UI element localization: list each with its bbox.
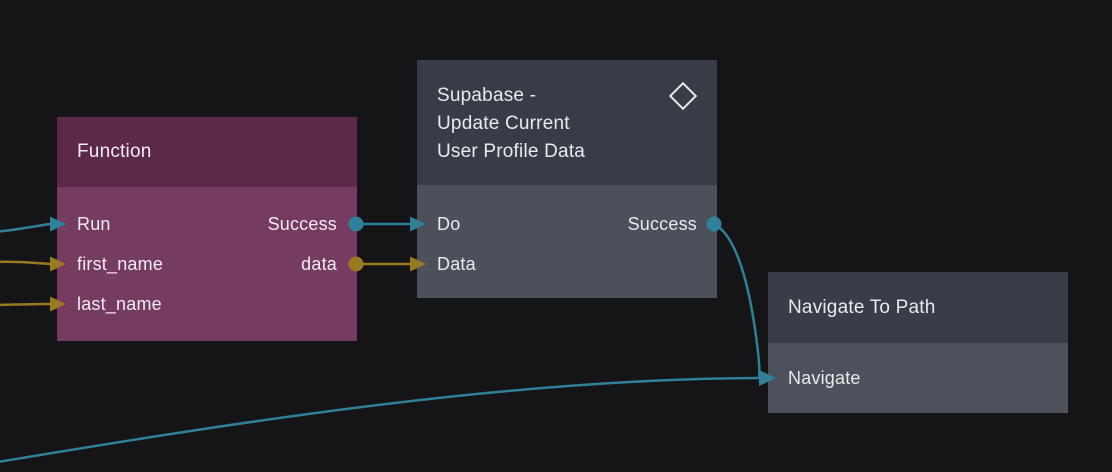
input-port-run[interactable]: Run [77,213,111,234]
wire-into-run[interactable] [0,222,52,233]
output-port-success[interactable]: Success [267,213,337,234]
port-row: Run Success [57,204,357,244]
port-row: last_name [57,284,357,324]
output-port-success[interactable]: Success [627,213,697,234]
port-row: Navigate [768,358,1068,398]
node-function[interactable]: Function Run Success first_name data las… [57,117,357,341]
node-function-body: Run Success first_name data last_name [57,187,357,341]
node-navigate-title: Navigate To Path [788,296,936,318]
output-port-data[interactable]: data [301,253,337,274]
node-supabase-body: Do Success Data [417,185,717,298]
diamond-icon[interactable] [668,81,698,111]
input-port-navigate[interactable]: Navigate [788,367,861,388]
input-port-data[interactable]: Data [437,253,476,274]
input-port-last-name[interactable]: last_name [77,293,162,314]
node-supabase-title-line2: Update Current [437,113,570,134]
input-port-do[interactable]: Do [437,213,461,234]
port-row: Data [417,244,717,284]
input-port-first-name[interactable]: first_name [77,253,164,274]
node-function-header[interactable]: Function [57,117,357,187]
node-navigate-header[interactable]: Navigate To Path [768,272,1068,343]
node-navigate-to-path[interactable]: Navigate To Path Navigate [768,272,1068,413]
node-function-title: Function [77,141,152,162]
node-navigate-body: Navigate [768,343,1068,413]
port-row: first_name data [57,244,357,284]
port-row: Do Success [417,204,717,244]
node-supabase-title: Supabase - Update Current User Profile D… [437,82,585,166]
wire-success-to-navigate[interactable] [712,222,761,379]
wire-into-last-name[interactable] [0,302,52,307]
node-supabase-update-profile[interactable]: Supabase - Update Current User Profile D… [417,60,717,298]
node-supabase-header[interactable]: Supabase - Update Current User Profile D… [417,60,717,185]
node-supabase-title-line3: User Profile Data [437,141,586,162]
node-supabase-title-line1: Supabase - [437,85,537,106]
wire-offscreen-to-navigate[interactable] [0,376,760,463]
wire-into-first-name[interactable] [0,260,52,266]
